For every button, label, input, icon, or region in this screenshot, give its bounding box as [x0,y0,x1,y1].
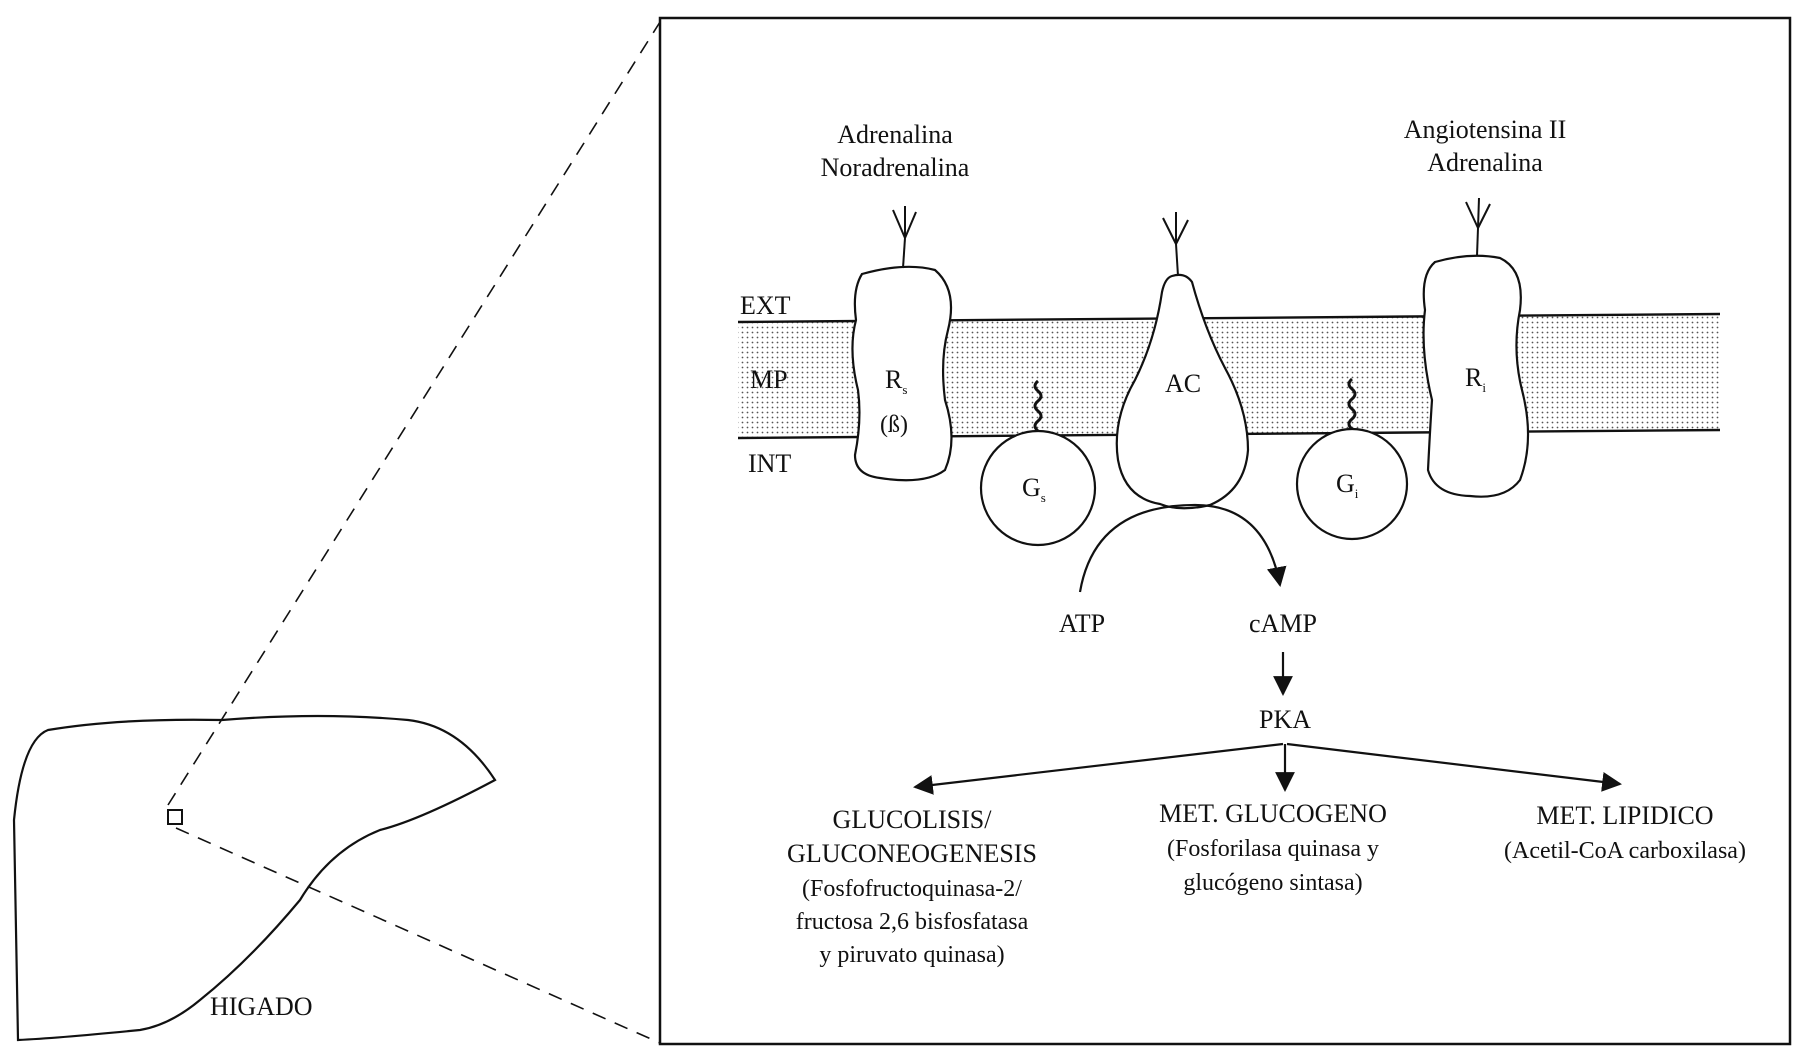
outcome-center-line1: MET. GLUCOGENO [1159,799,1387,828]
ac-label: AC [1165,369,1201,398]
outcome-left-line4: fructosa 2,6 bisfosfatasa [796,909,1029,935]
outcome-left-line1: GLUCOLISIS/ [833,805,993,834]
ligand-right-line1: Angiotensina II [1404,115,1566,144]
ligand-left-line1: Adrenalina [837,120,953,149]
liver-label: HIGADO [210,992,313,1021]
pka-label: PKA [1259,705,1311,734]
outcome-center-line3: glucógeno sintasa) [1183,870,1362,896]
outcome-left-line3: (Fosfofructoquinasa-2/ [802,876,1022,902]
rs-beta-label: (ß) [880,412,908,438]
ligand-right-line2: Adrenalina [1427,148,1543,177]
camp-label: cAMP [1249,609,1317,638]
outcome-glycogen: MET. GLUCOGENO (Fosforilasa quinasa y gl… [1159,799,1387,896]
outcome-center-line2: (Fosforilasa quinasa y [1167,836,1379,862]
outcome-right-line2: (Acetil-CoA carboxilasa) [1504,838,1746,864]
int-label: INT [748,449,791,478]
outcome-left-line5: y piruvato quinasa) [819,942,1004,968]
ligand-left-line2: Noradrenalina [821,153,970,182]
outcome-right-line1: MET. LIPIDICO [1536,801,1713,830]
ext-label: EXT [740,291,791,320]
mp-label: MP [750,365,788,394]
outcome-left-line2: GLUCONEOGENESIS [787,839,1037,868]
zoom-square [168,810,182,824]
zoom-line-top [168,22,660,805]
atp-label: ATP [1059,609,1105,638]
